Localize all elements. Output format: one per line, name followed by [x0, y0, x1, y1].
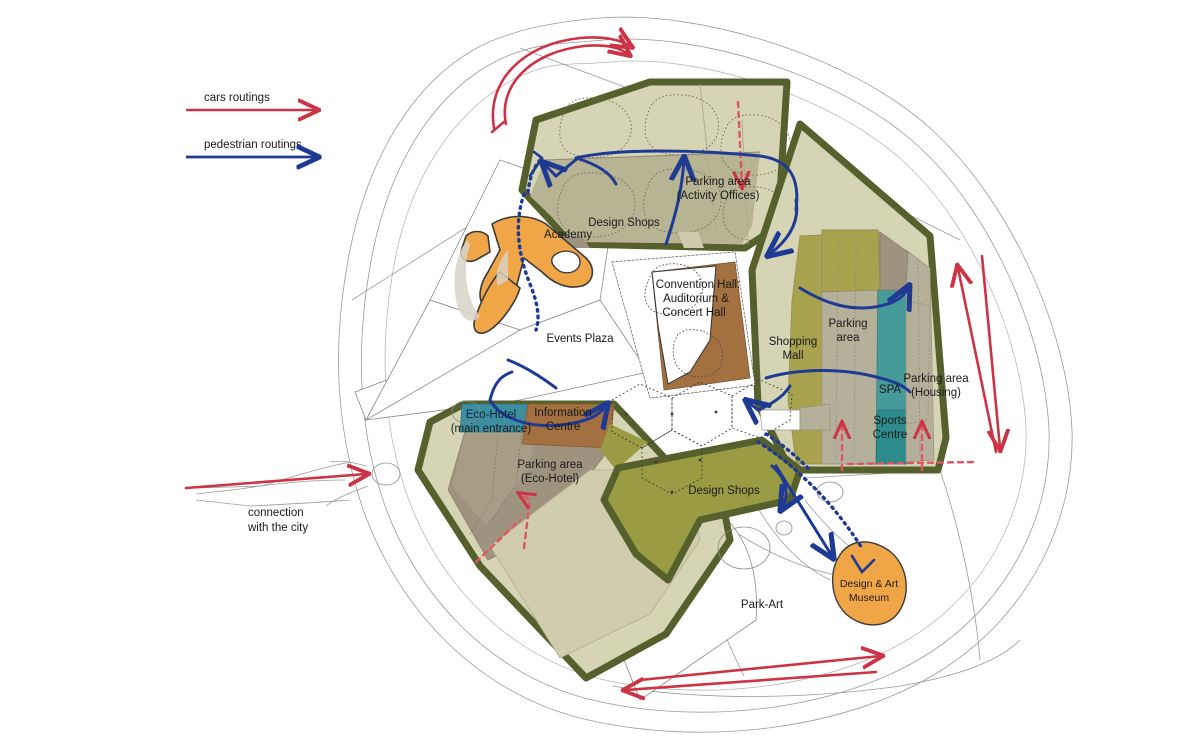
label-design-shops-north: Design Shops [588, 217, 660, 229]
label-eco-hotel: Eco-Hotel [466, 409, 517, 421]
label-parking-activity: Parking area [685, 176, 751, 188]
building-academy[interactable] [454, 215, 594, 334]
building-convention-hall[interactable] [611, 251, 756, 399]
label-connection-1: connection [248, 507, 304, 519]
legend-item-pedestrian: pedestrian routings [186, 139, 316, 157]
legend-item-cars: cars routings [186, 92, 316, 110]
label-sports-2: Centre [873, 429, 908, 441]
pedestrian-dotted-arrows [528, 150, 876, 575]
label-museum-1: Design & Art [840, 578, 898, 590]
label-parking-east-1: Parking [829, 318, 868, 330]
label-connection-2: with the city [247, 522, 308, 534]
label-design-shops-south: Design Shops [688, 485, 760, 497]
label-parking-eco-2: (Eco-Hotel) [521, 473, 579, 485]
label-sports-1: Sports [873, 415, 906, 427]
label-museum-2: Museum [849, 592, 890, 604]
label-parking-east-2: area [836, 332, 860, 344]
zone-north-activity-offices[interactable] [518, 78, 792, 252]
label-shopping-mall-1: Shopping [769, 336, 818, 348]
legend-label-cars: cars routings [204, 92, 270, 104]
zone-south-design-shops[interactable] [600, 436, 804, 584]
zone-east-mixed-use[interactable] [748, 120, 950, 474]
label-eco-hotel-sub: (main entrance) [451, 423, 532, 435]
label-park-art: Park-Art [741, 599, 784, 611]
label-information-2: Centre [546, 421, 581, 433]
legend-label-pedestrian: pedestrian routings [204, 139, 302, 151]
cars-routings [184, 37, 1000, 690]
park-art-features [451, 400, 844, 570]
label-events-plaza: Events Plaza [546, 333, 614, 345]
building-design-art-museum[interactable] [831, 541, 907, 626]
label-convention-1: Convention Hall: [656, 279, 740, 291]
legend: cars routings pedestrian routings [186, 92, 316, 157]
pedestrian-routings [488, 149, 910, 556]
label-parking-eco-1: Parking area [517, 459, 583, 471]
label-academy: Academy [544, 229, 592, 241]
label-convention-2: Auditorium & [663, 293, 729, 305]
zone-labels: Parking area (Activity Offices) Design S… [247, 176, 969, 611]
label-shopping-mall-2: Mall [782, 350, 803, 362]
label-parking-activity-sub: (Activity Offices) [677, 190, 760, 202]
cars-service-access [474, 100, 978, 564]
label-information-1: Information [534, 407, 592, 419]
label-convention-3: Concert Hall [662, 307, 725, 319]
label-parking-housing-2: (Housing) [911, 387, 961, 399]
plaza-honeycomb [611, 379, 793, 495]
label-parking-housing-1: Parking area [903, 373, 969, 385]
label-spa: SPA [879, 384, 901, 396]
